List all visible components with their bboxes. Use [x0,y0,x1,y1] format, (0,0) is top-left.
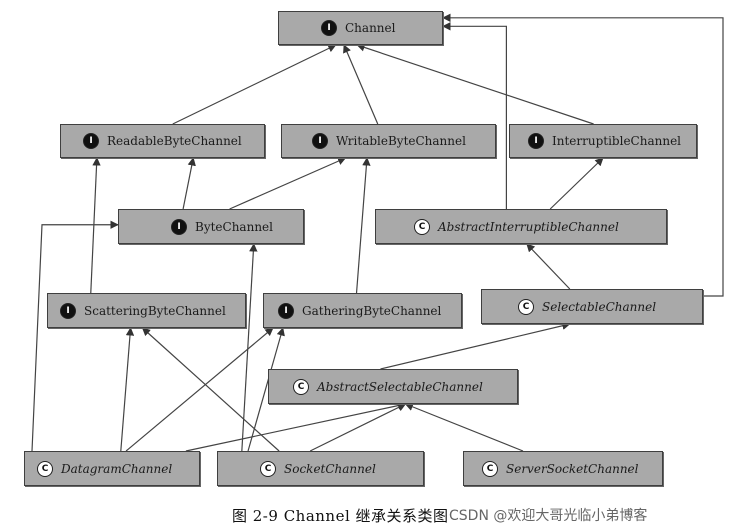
abstract-class-icon: C [260,460,276,477]
node-label: GatheringByteChannel [302,303,442,318]
interface-icon: I [312,133,328,149]
node-label: Channel [345,21,396,35]
node-abstract-selectable-channel: C AbstractSelectableChannel [268,369,518,404]
edge-writable-to-channel [343,44,379,125]
node-channel: I Channel [278,11,443,45]
figure-caption: 图 2-9 Channel 继承关系类图 [232,507,449,525]
edge-bytechannel-to-readable [182,157,196,210]
node-label: ByteChannel [195,219,273,234]
node-byte-channel: I ByteChannel [118,209,304,244]
node-selectable-channel: C SelectableChannel [481,289,703,324]
edge-socket-to-scattering [141,327,280,452]
node-server-socket-channel: C ServerSocketChannel [463,451,663,486]
interface-icon: I [528,133,544,149]
edge-datagram-to-gathering [125,327,274,452]
abstract-class-icon: C [518,298,534,315]
node-label: ReadableByteChannel [107,134,242,148]
edge-scattering-to-readable [90,157,101,294]
interface-icon: I [171,218,187,235]
node-interruptible-channel: I InterruptibleChannel [509,124,697,158]
edge-interruptible-to-channel [356,43,594,125]
node-label: AbstractInterruptibleChannel [438,219,619,234]
edge-datagram-to-bytechannel [31,220,119,452]
node-label: ServerSocketChannel [506,461,639,476]
edge-datagram-to-abstractselectable [185,401,407,452]
node-label: ScatteringByteChannel [84,303,226,318]
edge-bytechannel-to-writable [229,157,347,210]
node-label: InterruptibleChannel [552,134,682,148]
node-label: WritableByteChannel [336,134,466,148]
abstract-class-icon: C [37,460,53,477]
interface-icon: I [83,133,99,149]
node-scattering-byte-channel: I ScatteringByteChannel [47,293,246,328]
edge-abstractselectable-to-selectable [380,321,571,370]
edge-selectable-to-channel [442,13,724,297]
node-label: SocketChannel [284,461,376,476]
node-gathering-byte-channel: I GatheringByteChannel [263,293,462,328]
edge-serversocket-to-abstractselectable [404,402,524,452]
node-abstract-interruptible-channel: C AbstractInterruptibleChannel [375,209,667,244]
edge-socket-to-gathering [247,327,285,452]
watermark: CSDN @欢迎大哥光临小弟博客 [449,508,648,524]
edge-datagram-to-scattering [120,327,135,452]
edge-abstractinterruptible-to-interruptible [549,157,604,210]
edge-gathering-to-writable [355,157,371,294]
node-label: AbstractSelectableChannel [317,379,483,394]
node-writable-byte-channel: I WritableByteChannel [281,124,496,158]
node-readable-byte-channel: I ReadableByteChannel [60,124,265,158]
edge-selectable-to-abstractinterruptible [526,243,571,290]
node-label: DatagramChannel [61,461,173,476]
abstract-class-icon: C [482,460,498,477]
interface-icon: I [60,302,76,319]
edge-abstractinterruptible-to-channel [442,22,507,209]
node-label: SelectableChannel [542,299,657,314]
abstract-class-icon: C [293,378,309,395]
edge-readable-to-channel [172,44,337,125]
abstract-class-icon: C [414,218,430,235]
interface-icon: I [278,302,294,319]
interface-icon: I [321,20,337,36]
edge-socket-to-abstractselectable [309,403,407,452]
node-socket-channel: C SocketChannel [217,451,424,486]
node-datagram-channel: C DatagramChannel [24,451,200,486]
edge-socket-to-bytechannel [241,243,258,452]
